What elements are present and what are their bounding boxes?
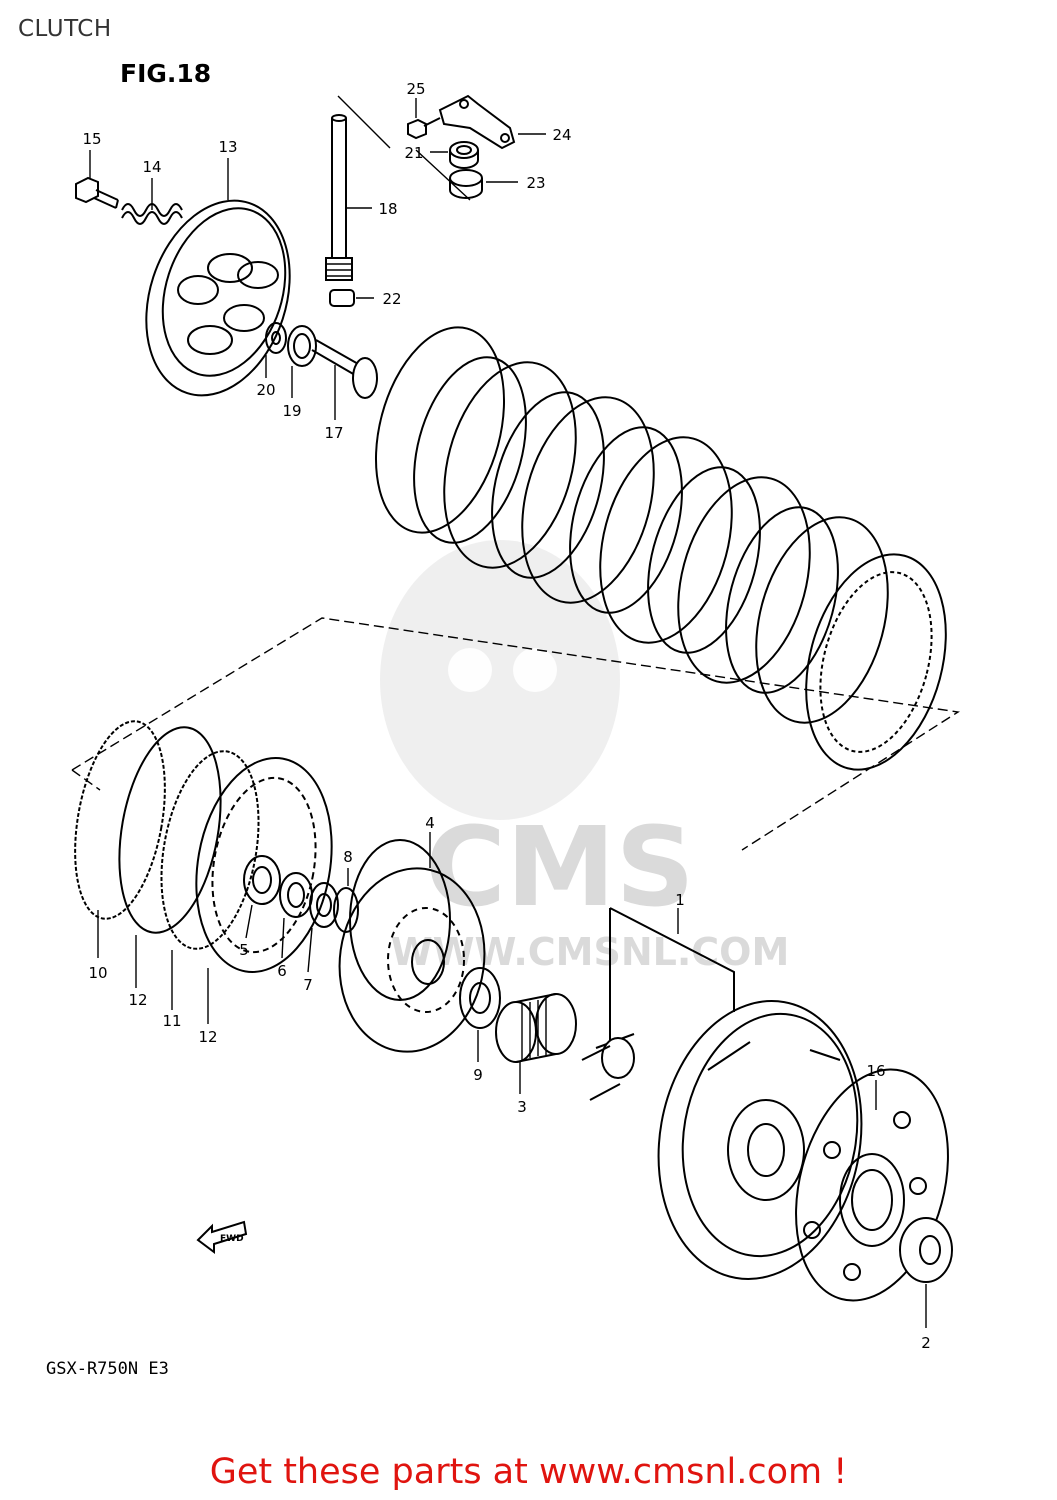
callout-20: 20 (256, 381, 275, 399)
part-6-lock-washer (279, 872, 313, 959)
part-3-needle-bearing (495, 993, 577, 1094)
part-1-primary-driven-gear (581, 907, 863, 1280)
clutch-plate-stack (374, 326, 947, 771)
part-22-bearing (329, 289, 374, 307)
callout-22: 22 (382, 290, 401, 308)
part-12-plate-a (118, 726, 222, 988)
part-23-bearing (449, 169, 518, 199)
fwd-arrow-marker: FWD (196, 1220, 248, 1254)
part-24-lever (438, 94, 546, 150)
part-9-thrust-washer (459, 967, 501, 1062)
watermark-url: WWW.CMSNL.COM (391, 930, 790, 974)
part-25-bolt (407, 98, 441, 140)
callout-15: 15 (82, 130, 101, 148)
callout-2: 2 (921, 1334, 931, 1352)
callout-17: 17 (324, 424, 343, 442)
callout-21: 21 (404, 144, 423, 162)
callout-6: 6 (277, 962, 287, 980)
callout-24: 24 (552, 126, 571, 144)
callout-7: 7 (303, 976, 313, 994)
callout-3: 3 (517, 1098, 527, 1116)
callout-11: 11 (162, 1012, 181, 1030)
callout-1: 1 (675, 891, 685, 909)
callout-16: 16 (866, 1062, 885, 1080)
part-13-pressure-plate (145, 158, 291, 397)
callout-9: 9 (473, 1066, 483, 1084)
part-14-spring (121, 178, 183, 225)
page-title: CLUTCH (18, 16, 112, 42)
part-20-washer (265, 322, 287, 378)
callout-5: 5 (239, 941, 249, 959)
part-19-bearing (287, 325, 317, 398)
part-16-starter-gear (795, 1068, 949, 1302)
part-5-nut (243, 855, 281, 939)
part-4-sleeve-hub (338, 832, 486, 1053)
fwd-label: FWD (220, 1234, 244, 1244)
callout-19: 19 (282, 402, 301, 420)
get-parts-link[interactable]: Get these parts at www.cmsnl.com ! (209, 1452, 848, 1492)
part-17-push-piece (311, 339, 378, 420)
callout-18: 18 (378, 200, 397, 218)
callout-4: 4 (425, 814, 435, 832)
callout-23: 23 (526, 174, 545, 192)
part-21-oil-seal (430, 141, 479, 169)
watermark-brand: CMS (425, 803, 694, 931)
part-7-washer (307, 882, 339, 973)
part-10-plate (74, 720, 166, 958)
part-8-spring-washer (333, 868, 359, 933)
figure-label: FIG.18 (120, 59, 211, 88)
part-2-spacer (899, 1217, 953, 1328)
part-12-plate-b (195, 757, 333, 1024)
callout-12b: 12 (198, 1028, 217, 1046)
callout-8: 8 (343, 848, 353, 866)
callout-25: 25 (406, 80, 425, 98)
callout-10: 10 (88, 964, 107, 982)
callout-14: 14 (142, 158, 161, 176)
part-18-push-rod (325, 114, 372, 281)
model-code: GSX-R750N E3 (46, 1359, 169, 1379)
callout-12a: 12 (128, 991, 147, 1009)
part-15-bolt (75, 150, 119, 209)
callout-13: 13 (218, 138, 237, 156)
